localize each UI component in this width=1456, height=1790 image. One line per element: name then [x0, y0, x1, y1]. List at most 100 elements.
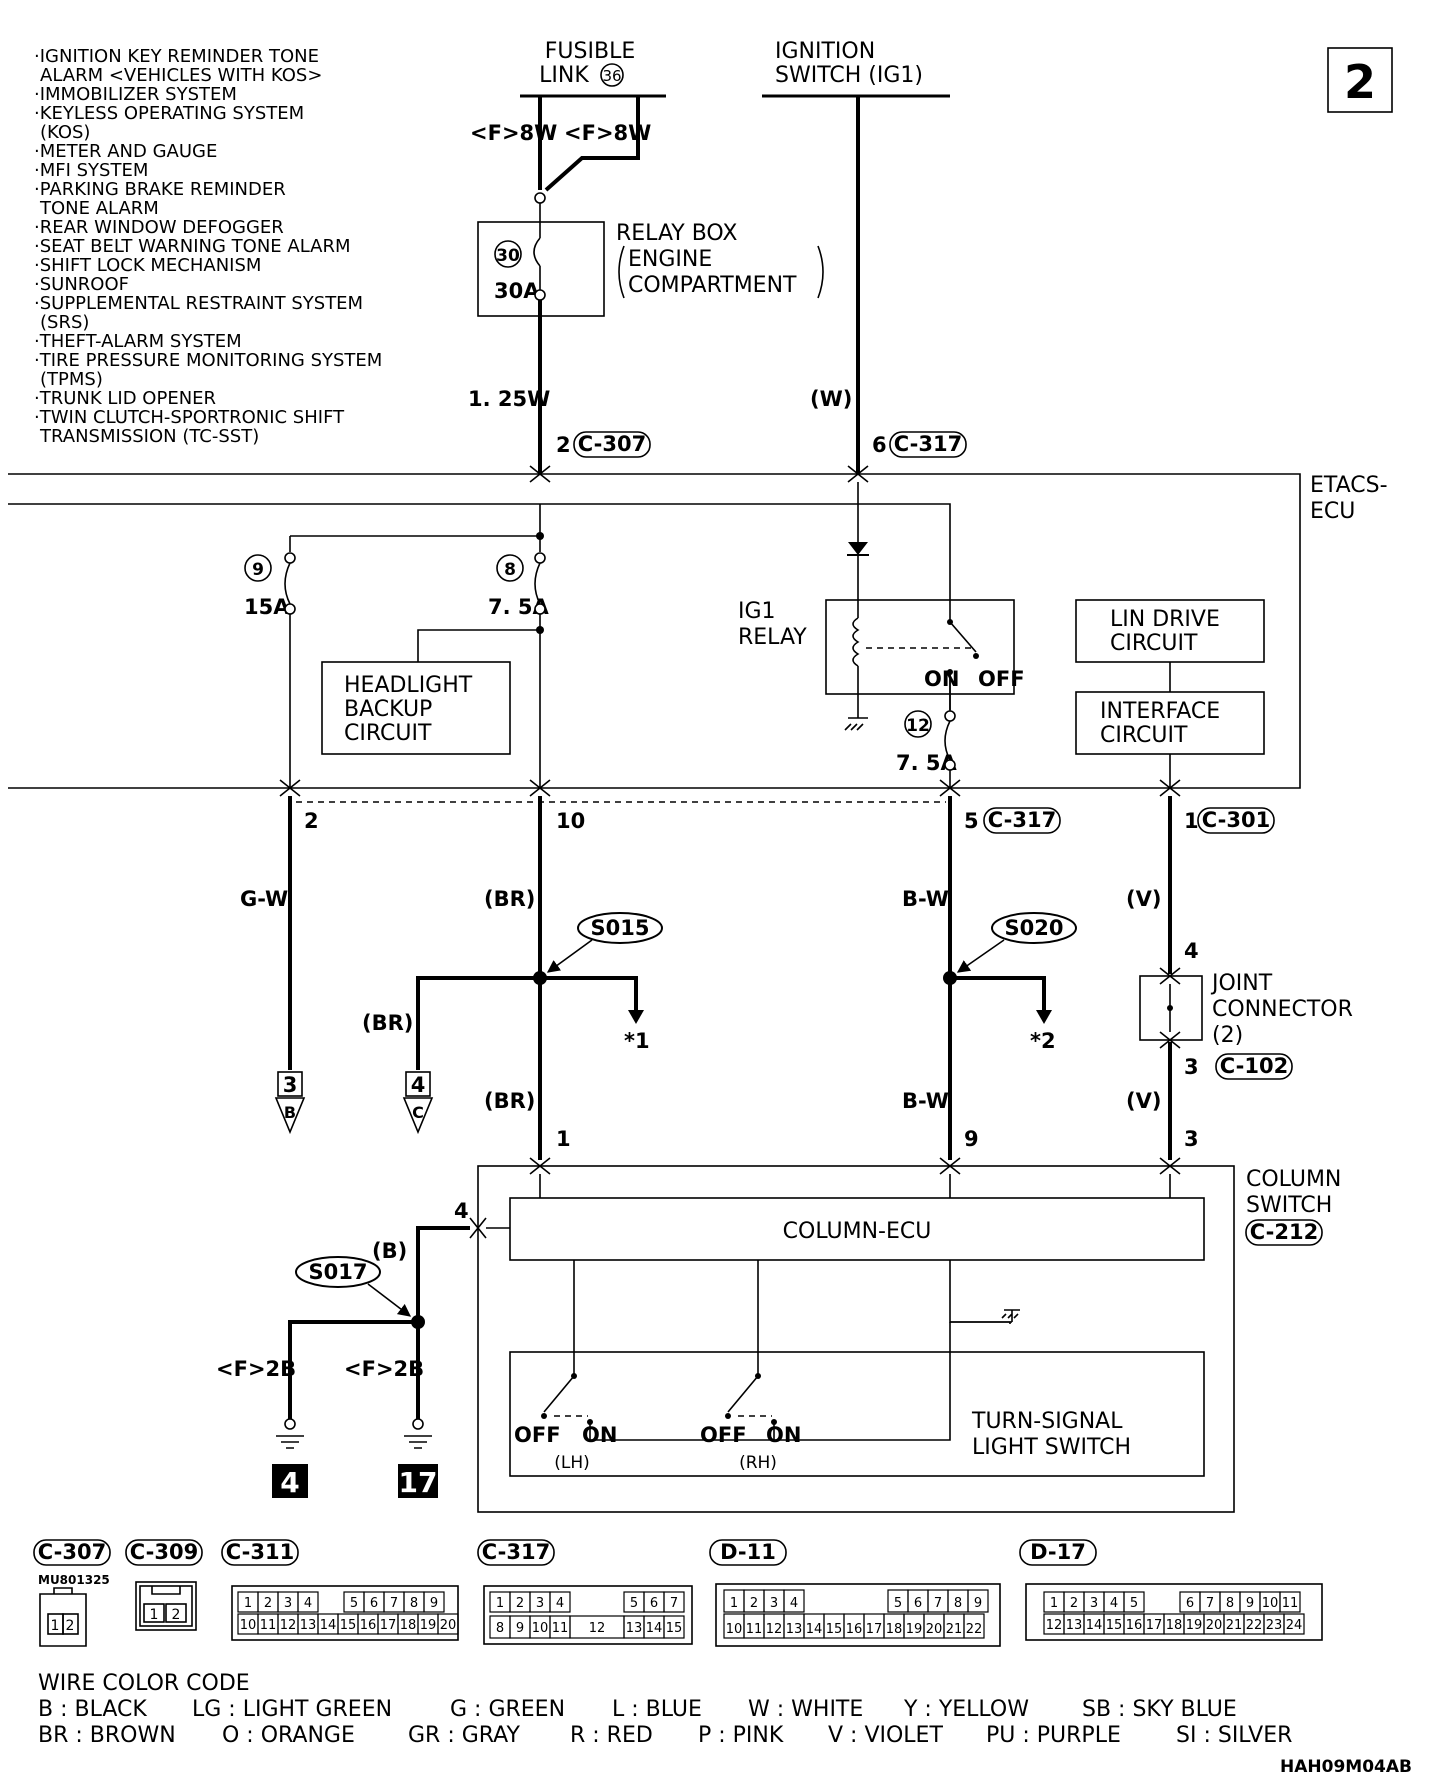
wire-label-bw-upper: B-W: [902, 887, 949, 911]
fuse-9-number: 9: [252, 560, 264, 580]
connector-pin-number: 16: [1126, 1618, 1143, 1633]
connector-pin-number: 2: [264, 1596, 272, 1611]
system-item: ·IGNITION KEY REMINDER TONE: [34, 46, 319, 67]
fuse-30-number-circle: [494, 240, 522, 268]
lin-drive-label: LIN DRIVE: [1110, 607, 1220, 632]
wire-label-b: (B): [372, 1239, 407, 1263]
c307-label: C-307: [578, 432, 646, 456]
splice-s020-oval: [991, 912, 1077, 944]
etacs-ecu-label: ECU: [1310, 499, 1355, 524]
connector-pin-number: 3: [284, 1596, 292, 1611]
relay-box-label: COMPARTMENT: [628, 273, 797, 298]
wire-color-item: O : ORANGE: [222, 1723, 355, 1748]
wire-color-item: P : PINK: [698, 1723, 784, 1748]
connector-pin-number: 7: [1206, 1596, 1214, 1611]
ig1-relay-box: [825, 599, 1015, 695]
connector-pin-number: 3: [536, 1596, 544, 1611]
connector-pin-number: 11: [746, 1622, 763, 1637]
connector-pin-number: 5: [350, 1596, 358, 1611]
splice-s020-label: S020: [1005, 916, 1064, 940]
etacs-pin-10: 10: [556, 809, 585, 833]
wire-color-item: Y : YELLOW: [903, 1697, 1029, 1722]
connector-pin-number: 17: [866, 1622, 883, 1637]
connector-part-number: MU801325: [38, 1573, 110, 1587]
wire-label-v-lower: (V): [1126, 1089, 1161, 1113]
system-item: ·METER AND GAUGE: [34, 141, 217, 162]
connector-pin-number: 19: [1186, 1618, 1203, 1633]
turn-lh-off: OFF: [514, 1423, 561, 1447]
relay-coil-icon: [844, 555, 868, 731]
connector-chevron: [1159, 779, 1181, 797]
c317-top-tag: [889, 431, 967, 458]
connector-view-c307: C-307 MU801325 1 2: [33, 1539, 111, 1647]
system-item: (KOS): [40, 122, 90, 143]
connector-pin-number: 18: [400, 1618, 417, 1633]
connector-pin-number: 1: [1050, 1596, 1058, 1611]
connector-view-label: C-309: [130, 1540, 198, 1564]
turn-rh-label: (RH): [739, 1453, 777, 1473]
system-item: ·KEYLESS OPERATING SYSTEM: [34, 103, 304, 124]
relay-box-bracket-right: [817, 245, 824, 299]
connector-pin: [549, 1591, 571, 1613]
wire-color-item: B : BLACK: [38, 1697, 147, 1722]
splice-s015-oval: [577, 912, 663, 944]
system-item: (SRS): [40, 312, 89, 333]
connector-chevron: [847, 465, 869, 483]
wire-color-item: SB : SKY BLUE: [1082, 1697, 1237, 1722]
ref-block-b-arrow: [274, 1097, 306, 1135]
c317-top-label: C-317: [894, 432, 962, 456]
ig1-relay-label: IG1: [738, 599, 776, 624]
connector-chevron: [939, 779, 961, 797]
ignition-switch-label: SWITCH (IG1): [775, 63, 923, 88]
interface-label: INTERFACE: [1100, 699, 1220, 724]
fusible-link-label: LINK: [539, 63, 589, 88]
turn-lh-on: ON: [582, 1423, 617, 1447]
ref-block-b-num: 3: [283, 1073, 298, 1097]
connector-chevron: [529, 465, 551, 483]
wire-color-item: SI : SILVER: [1176, 1723, 1292, 1748]
connector-pin-number: 24: [1286, 1618, 1303, 1633]
wire-bw-branch: [950, 976, 1046, 1010]
connector-pin: [297, 1591, 319, 1613]
wire-label-v-upper: (V): [1126, 887, 1161, 911]
connector-pin-number: 4: [556, 1596, 564, 1611]
system-item: ·TRUNK LID OPENER: [34, 388, 216, 409]
connector-view-label: C-307: [38, 1540, 106, 1564]
wire-color-item: GR : GRAY: [408, 1723, 521, 1748]
connector-pin-number: 2: [1070, 1596, 1078, 1611]
connector-pin-number: 20: [926, 1622, 943, 1637]
connector-pin-number: 21: [946, 1622, 963, 1637]
splice-ref-1: *1: [624, 1029, 650, 1053]
wire-br-branch-left: [416, 976, 540, 1070]
svg-text:2: 2: [66, 1618, 75, 1634]
fuse-8-number: 8: [504, 560, 516, 580]
connector-pin-number: 7: [390, 1596, 398, 1611]
wire-color-item: LG : LIGHT GREEN: [192, 1697, 392, 1722]
connector-view-label: D-11: [720, 1540, 776, 1564]
connector-pin-number: 12: [766, 1622, 783, 1637]
connector-pin-number: 12: [589, 1621, 606, 1636]
fusible-link-number-circle: [600, 63, 624, 87]
interface-label: CIRCUIT: [1100, 723, 1188, 748]
ref-block-b-num-box: [277, 1071, 303, 1097]
connector-pin-number: 23: [1266, 1618, 1283, 1633]
joint-connector-label: (2): [1212, 1023, 1243, 1048]
connector-pin: [423, 1591, 445, 1613]
ig1-relay-label: RELAY: [738, 625, 807, 650]
fusible-link-label: FUSIBLE: [545, 39, 635, 64]
connector-pin-number: 11: [260, 1618, 277, 1633]
c301-pin: 1: [1184, 809, 1199, 833]
connector-pin-number: 19: [420, 1618, 437, 1633]
turn-lh-switch-icon: [541, 1373, 593, 1425]
turn-signal-label: LIGHT SWITCH: [972, 1435, 1131, 1460]
ref-block-c-num-box: [405, 1071, 431, 1097]
ground-feed-wire: [949, 1260, 1011, 1324]
connector-view-c309: C-309 1 2: [125, 1539, 203, 1631]
connector-pin-number: 4: [1110, 1596, 1118, 1611]
system-item: (TPMS): [40, 369, 103, 390]
connector-chevron: [1159, 1031, 1181, 1049]
fuse-9-number-circle: [244, 554, 272, 582]
connector-pin-number: 16: [360, 1618, 377, 1633]
